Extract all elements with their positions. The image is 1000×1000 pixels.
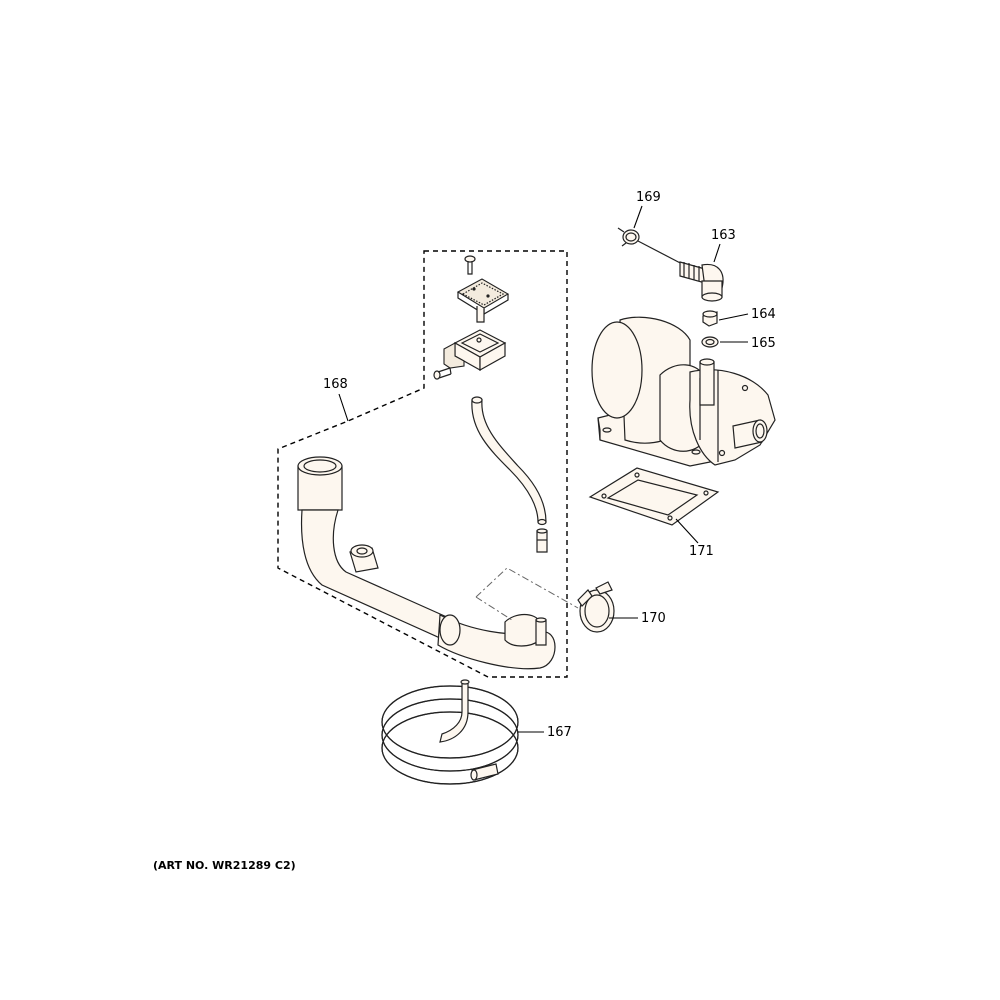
gasket-171 [588, 467, 720, 526]
valve-164 [702, 310, 718, 327]
screw-side [433, 367, 452, 380]
pump-motor [591, 316, 776, 467]
leader-169 [633, 205, 643, 229]
leader-164 [718, 313, 749, 321]
elbow-fitting-163 [679, 261, 724, 302]
hose-connector [536, 528, 548, 553]
screw-top [464, 255, 476, 275]
callout-165: 165 [751, 336, 776, 351]
assembly-168-boundary [277, 250, 568, 678]
coiled-tube-167 [381, 679, 519, 785]
callout-169: 169 [636, 190, 661, 205]
callout-170: 170 [641, 611, 666, 626]
oring-165 [701, 336, 719, 348]
clamp-170 [577, 581, 615, 633]
alignment-line [475, 567, 579, 621]
leader-168 [338, 393, 349, 422]
callout-171: 171 [689, 544, 714, 559]
art-number: (ART NO. WR21289 C2) [153, 859, 296, 872]
callout-164: 164 [751, 307, 776, 322]
callout-168: 168 [323, 377, 348, 392]
drain-hose [471, 396, 547, 526]
clamp-169 [617, 227, 687, 267]
drain-tube-assembly [297, 456, 556, 670]
leader-163 [713, 243, 721, 263]
leader-171 [675, 518, 699, 544]
callout-163: 163 [711, 228, 736, 243]
callout-167: 167 [547, 725, 572, 740]
sensor-housing [443, 329, 507, 372]
control-board [456, 278, 510, 323]
